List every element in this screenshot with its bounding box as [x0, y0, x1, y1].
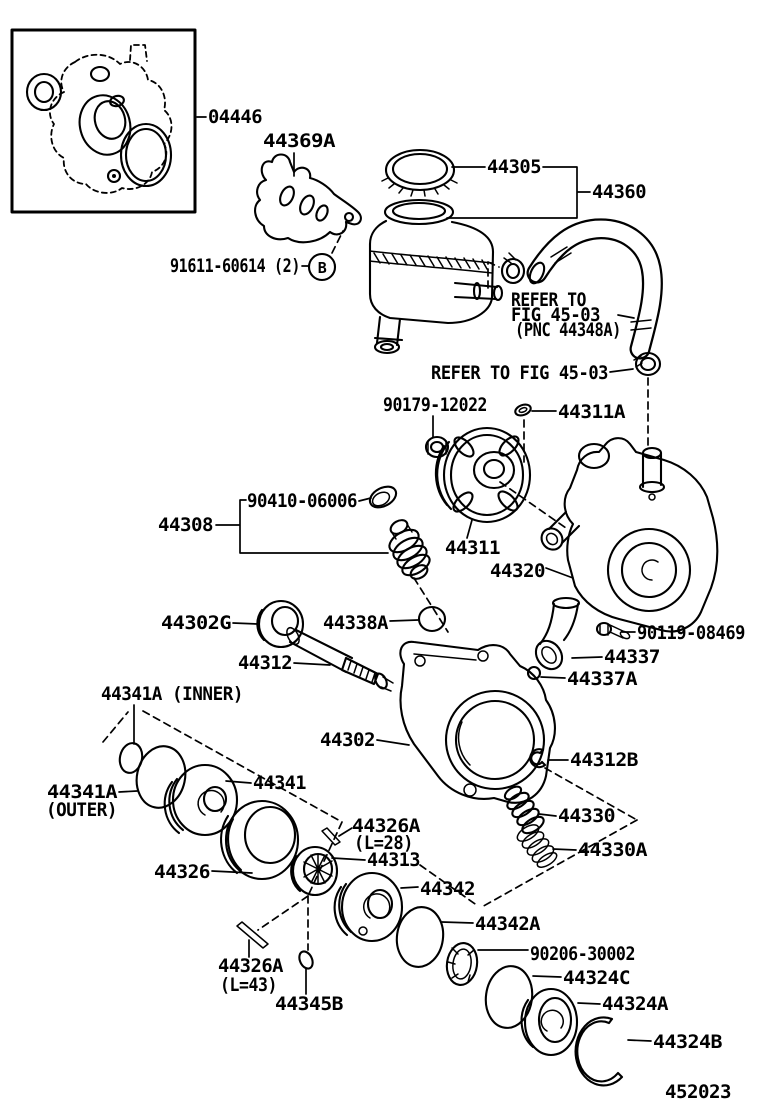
part-label-44324A: 44324A: [602, 993, 669, 1015]
part-labels: 04446 44369A 44305 44360 91611-60614 (2)…: [46, 106, 746, 1103]
part-label-44326A-short-line2: (L=28): [354, 832, 413, 854]
part-label-90410-06006: 90410-06006: [247, 490, 357, 512]
part-label-44369A: 44369A: [263, 130, 336, 152]
note-refer1-line2: FIG 45-03: [511, 304, 600, 326]
union-fitting-44308: [368, 485, 431, 580]
oring-44337A: [526, 665, 542, 681]
part-label-44302G: 44302G: [161, 612, 231, 634]
part-label-44342A: 44342A: [475, 913, 541, 935]
oring-inner-44341A: [118, 742, 144, 774]
part-label-44326A-long-line2: (L=43): [220, 974, 277, 996]
part-label-44324C: 44324C: [563, 967, 630, 989]
part-label-44302: 44302: [320, 729, 375, 751]
union-elbow-44337: [534, 596, 581, 671]
hose-clamp-upper: [500, 252, 526, 285]
part-label-44341A-inner: 44341A (INNER): [101, 683, 243, 705]
part-label-91611-60614: 91611-60614 (2): [170, 255, 300, 277]
pin-44326A-long: [236, 921, 269, 949]
reservoir-tank: [368, 198, 504, 355]
bolt-marker-B: B: [307, 252, 337, 282]
part-label-44312: 44312: [238, 652, 292, 674]
leader-lines: [118, 116, 652, 1042]
plug-44345B: [298, 950, 314, 970]
part-label-44324B: 44324B: [653, 1031, 722, 1053]
part-label-44338A: 44338A: [323, 612, 389, 634]
bracket-44369A: [254, 153, 362, 244]
hose-clamp-lower: [633, 351, 662, 377]
oring-outer-44341A: [135, 745, 187, 809]
wave-washer-90206: [445, 942, 479, 986]
assembly-axis-lines: [102, 230, 649, 951]
note-refer1-line1: REFER TO: [511, 289, 586, 311]
note-refer1-line3: (PNC 44348A): [515, 319, 621, 341]
part-label-44330A: 44330A: [578, 839, 648, 861]
part-label-44312B: 44312B: [570, 749, 638, 771]
part-label-44337: 44337: [604, 646, 660, 668]
part-label-44341A-outer-line1: 44341A: [47, 781, 118, 803]
figure-number: 452023: [665, 1081, 731, 1103]
part-label-44311: 44311: [445, 537, 500, 559]
part-label-44313: 44313: [367, 849, 420, 871]
reservoir-cap: [381, 148, 458, 197]
side-plate-44342: [333, 871, 404, 943]
bolt-marker-letter: B: [318, 259, 327, 277]
rotor-44313: [290, 845, 339, 897]
part-label-44345B: 44345B: [275, 993, 343, 1015]
gasket-kit-box: [10, 28, 197, 214]
valve-spring: [516, 824, 558, 868]
oring-44342A: [395, 906, 445, 968]
part-label-44330: 44330: [558, 805, 615, 827]
part-label-44342: 44342: [420, 878, 475, 900]
part-label-90206-30002: 90206-30002: [530, 943, 635, 965]
flow-control-valve: [503, 785, 545, 835]
snap-ring-44324B: [574, 1016, 624, 1087]
note-refer2: REFER TO FIG 45-03: [431, 362, 608, 384]
part-label-44311A: 44311A: [558, 401, 626, 423]
part-label-44308: 44308: [158, 514, 213, 536]
pulley: [434, 426, 532, 524]
part-label-44337A: 44337A: [567, 668, 638, 690]
part-label-44341A-outer-line2: (OUTER): [46, 799, 117, 821]
pump-rear-housing: [540, 437, 719, 633]
oring-44324C: [484, 965, 534, 1029]
pump-shaft-44312: [286, 626, 394, 692]
rear-cover-44324A: [520, 987, 579, 1057]
clip-44312B: [529, 748, 547, 769]
part-label-44326A-short-line1: 44326A: [352, 815, 421, 837]
part-label-44360: 44360: [592, 181, 646, 203]
part-label-44326: 44326: [154, 861, 210, 883]
shaft-seal-44302G: [256, 599, 305, 649]
part-label-44341: 44341: [253, 772, 306, 794]
part-label-04446: 04446: [208, 106, 262, 128]
pump-front-housing: [399, 640, 556, 804]
oring-44338A: [417, 605, 447, 633]
part-label-90179-12022: 90179-12022: [383, 394, 487, 416]
plate-assembly-44341: [163, 763, 239, 837]
pin-44326A-short: [321, 827, 341, 846]
part-label-44320: 44320: [490, 560, 545, 582]
oring-44311A: [514, 403, 532, 417]
return-hose: [526, 218, 663, 360]
cam-ring-44326: [220, 799, 300, 881]
part-label-44305: 44305: [487, 156, 541, 178]
part-label-90119-08469: 90119-08469: [637, 622, 745, 644]
part-label-44326A-long-line1: 44326A: [218, 955, 284, 977]
